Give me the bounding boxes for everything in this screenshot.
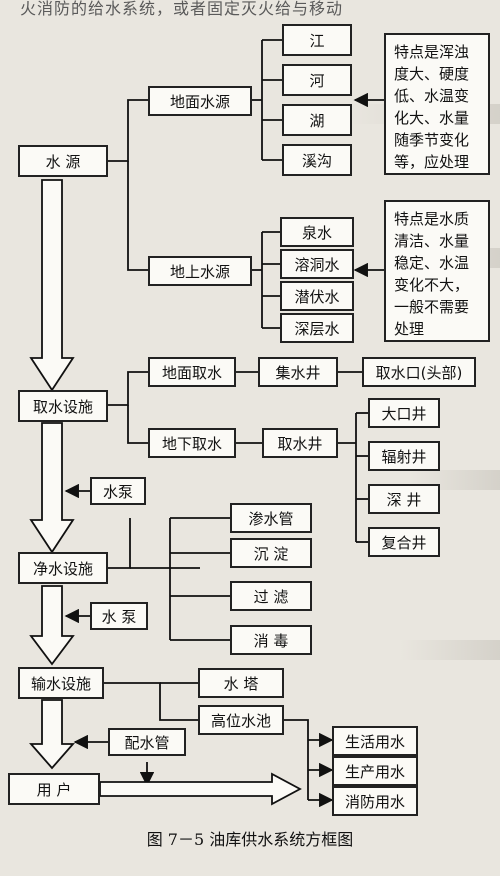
box-transmission: 输水设施 [18,667,104,699]
box-filtration: 过 滤 [230,581,312,611]
box-distribution-pipe: 配水管 [108,728,186,756]
box-river-jiang: 江 [282,24,352,56]
box-lake: 湖 [282,104,352,136]
box-deep-well: 深 井 [368,484,440,514]
box-production-water: 生产用水 [332,756,418,786]
box-intake-well: 取水井 [262,428,338,458]
box-intake-facility: 取水设施 [18,390,108,422]
box-disinfection: 消 毒 [230,625,312,655]
box-sedimentation: 沉 淀 [230,538,312,568]
box-water-source: 水 源 [18,145,108,177]
box-water-tower: 水 塔 [198,668,284,698]
box-deep-water: 深层水 [280,313,354,343]
note-surface-characteristics: 特点是浑浊 度大、硬度 低、水温变 化大、水量 随季节变化 等，应处理 [384,33,490,175]
box-infiltration-pipe: 渗水管 [230,503,312,533]
box-purification: 净水设施 [18,552,108,584]
box-surface-intake: 地面取水 [148,357,236,387]
box-karst-water: 溶洞水 [280,249,354,279]
box-radial-well: 辐射井 [368,441,440,471]
box-high-pool: 高位水池 [198,705,284,735]
box-domestic-water: 生活用水 [332,726,418,756]
note-underground-characteristics: 特点是水质 清洁、水量 稳定、水温 变化不大， 一般不需要 处理 [384,200,490,342]
box-collection-well: 集水井 [258,357,338,387]
box-spring: 泉水 [280,217,354,247]
box-stream: 溪沟 [282,144,352,176]
box-fire-water: 消防用水 [332,786,418,816]
bleed-shade [400,640,500,660]
figure-caption: 图 7－5 油库供水系统方框图 [146,830,354,849]
box-pump-2: 水 泵 [90,602,148,630]
box-intake-mouth: 取水口(头部) [362,357,476,387]
box-underground-intake: 地下取水 [148,428,236,458]
box-pump-1: 水泵 [90,477,146,505]
box-surface-water-source: 地面水源 [148,86,252,116]
box-phreatic-water: 潜伏水 [280,281,354,311]
box-underground-water-source: 地上水源 [148,256,252,286]
header-bleed-text: 火消防的给水系统，或者固定灭火给与移动 [20,0,344,18]
box-composite-well: 复合井 [368,527,440,557]
box-user: 用 户 [8,773,100,805]
box-river-he: 河 [282,64,352,96]
box-large-well: 大口井 [368,398,440,428]
